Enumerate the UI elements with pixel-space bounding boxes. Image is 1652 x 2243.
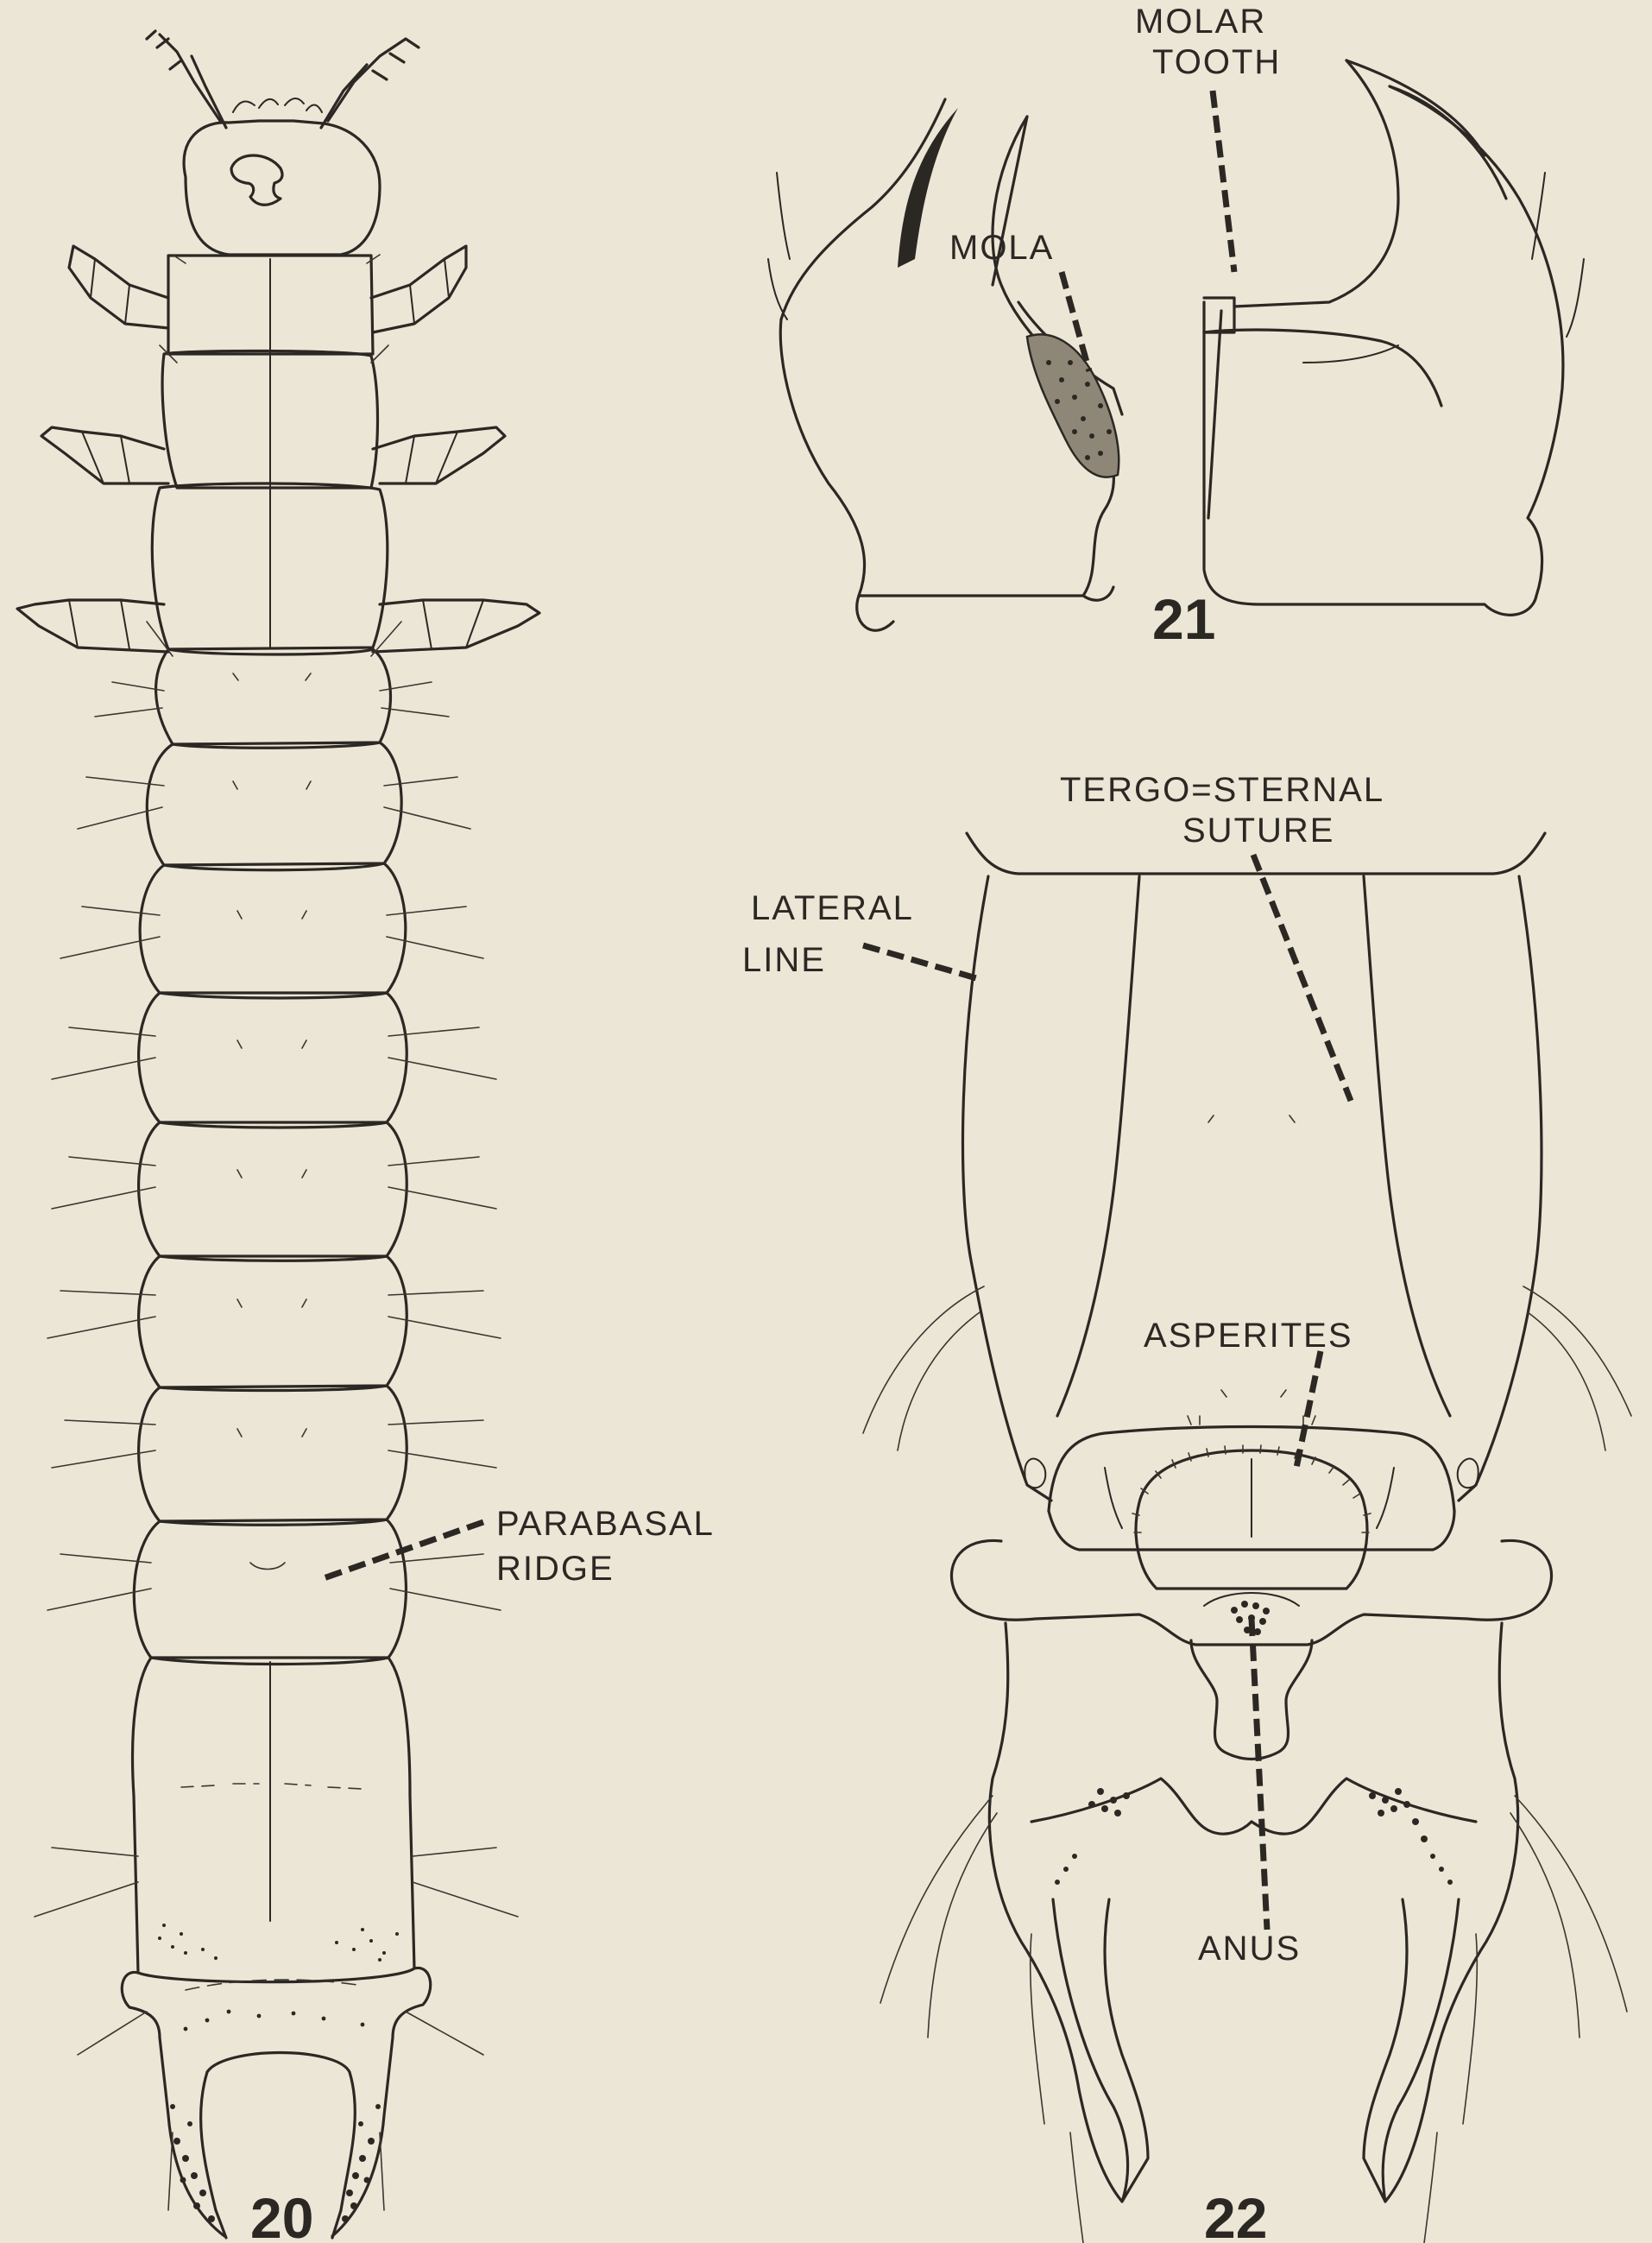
leader-parabasal-ridge: [324, 1522, 483, 1578]
label-lateral-line-line2: LINE: [742, 941, 826, 979]
label-anus: ANUS: [1198, 1930, 1301, 1968]
label-molar-tooth-line2: TOOTH: [1152, 43, 1281, 81]
figure-number-21: 21: [1152, 587, 1215, 651]
figure-number-22: 22: [1204, 2186, 1267, 2243]
figure-number-20: 20: [250, 2186, 313, 2243]
label-lateral-line-line1: LATERAL: [751, 889, 914, 927]
label-asperites: ASPERITES: [1144, 1317, 1353, 1355]
label-mola: MOLA: [949, 229, 1054, 267]
leader-anus: [1252, 1619, 1267, 1930]
leader-lateral-line: [863, 945, 982, 980]
label-parabasal-line1: PARABASAL: [496, 1505, 715, 1543]
label-tergo-sternal-line1: TERGO=STERNAL: [1060, 771, 1384, 809]
figure-22-terminal-segments: [863, 833, 1631, 2243]
leader-lines: [324, 91, 1351, 1930]
fig22-claw-stipple: [1055, 1788, 1453, 1885]
leader-tergo-sternal-suture: [1253, 855, 1351, 1101]
label-molar-tooth-line1: MOLAR: [1135, 3, 1266, 41]
fig20-stippling: [158, 1924, 399, 2222]
figure-20-larva: [17, 31, 539, 2238]
label-parabasal-line2: RIDGE: [496, 1550, 615, 1588]
figure-21-mandibles: [768, 60, 1584, 630]
leader-asperites: [1296, 1351, 1321, 1468]
label-tergo-sternal-line2: SUTURE: [1182, 812, 1334, 850]
leader-molar-tooth: [1213, 91, 1234, 272]
